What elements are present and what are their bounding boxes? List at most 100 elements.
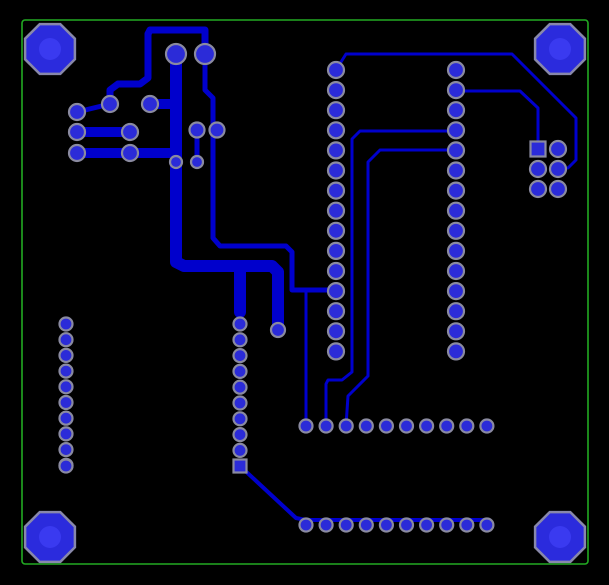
module-right-pad	[446, 101, 466, 120]
icsp-pad-1	[529, 140, 547, 158]
module-left-pad	[326, 80, 346, 100]
header-mid-pad	[232, 411, 248, 427]
icsp-pad	[548, 179, 568, 199]
module-right-pad	[446, 282, 466, 301]
header-mid-pad	[232, 348, 248, 364]
header-row-upper-pad	[398, 418, 415, 434]
header-mid-pad	[232, 316, 248, 332]
module-left-pad	[326, 201, 346, 220]
icsp-pad	[548, 139, 568, 159]
board-outline	[21, 19, 589, 565]
signal-trace	[334, 52, 578, 170]
power-trace-main	[170, 48, 284, 336]
icsp-pad	[528, 159, 548, 179]
mounting-hole-drill	[549, 38, 571, 60]
regulator-pad	[168, 154, 184, 170]
module-left-pad	[326, 342, 346, 361]
module-right-pad	[446, 221, 466, 240]
header-row-lower-pad	[358, 517, 374, 533]
module-left-pad	[326, 161, 346, 180]
via-pad	[269, 321, 287, 339]
header-row-lower-pad	[439, 517, 455, 533]
header-mid-pad	[232, 332, 248, 348]
module-right-pad	[446, 302, 466, 321]
header-left-pad	[58, 394, 74, 411]
power-jack-pad	[193, 42, 217, 66]
power-pad	[120, 122, 140, 142]
header-left-pad	[58, 316, 74, 332]
module-left-pad	[326, 241, 346, 260]
power-pad	[120, 143, 140, 163]
header-row-lower-pad	[378, 517, 394, 533]
header-row-upper-pad	[338, 418, 354, 434]
header-left-pad	[58, 347, 74, 363]
module-left-pad	[326, 322, 346, 341]
header-row-upper-pad	[298, 418, 314, 434]
power-pad	[140, 94, 160, 114]
power-jack-pad	[164, 42, 188, 66]
signal-trace	[106, 30, 152, 108]
header-row-lower-pad	[479, 517, 495, 533]
header-row-lower-pad	[459, 517, 475, 533]
header-row-lower-pad	[419, 517, 435, 533]
module-right-pad	[446, 141, 466, 160]
header-row-upper-pad	[419, 418, 435, 434]
regulator-pad	[189, 154, 205, 170]
header-mid-pad	[232, 442, 248, 458]
module-right-pad	[446, 80, 466, 100]
header-mid-pad	[232, 427, 248, 443]
header-mid-pad	[232, 379, 248, 395]
module-left-pad	[326, 141, 346, 160]
module-right-pad	[446, 261, 466, 281]
module-left-pad	[326, 101, 346, 120]
signal-trace	[454, 89, 540, 151]
module-right-pad	[446, 121, 466, 140]
module-right-pad	[446, 201, 466, 220]
module-right-pad	[446, 322, 466, 341]
module-left-pad	[326, 121, 346, 140]
module-left-pad	[326, 60, 346, 80]
header-row-upper-pad	[318, 418, 334, 434]
mounting-holes	[23, 22, 587, 564]
header-row-lower-pad	[298, 517, 314, 533]
header-row-upper-pad	[479, 418, 495, 434]
module-right-pad	[446, 181, 466, 200]
signal-trace	[344, 148, 458, 428]
module-left-pad	[326, 181, 346, 200]
power-pad	[67, 143, 87, 163]
header-mid-pad-1	[232, 458, 248, 474]
regulator-pad	[188, 121, 206, 139]
module-left-pad	[326, 282, 346, 301]
header-left-pad	[58, 332, 74, 348]
module-right-pad	[446, 342, 466, 361]
module-left-pad	[326, 261, 346, 281]
mounting-hole-drill	[39, 38, 61, 60]
header-mid-pad	[232, 395, 248, 411]
header-row-lower-pad	[338, 517, 354, 533]
icsp-pad	[548, 159, 568, 179]
component-pads	[58, 42, 568, 533]
header-row-upper-pad	[378, 418, 394, 434]
header-left-pad	[58, 458, 74, 474]
icsp-pad	[528, 179, 548, 199]
header-mid-pad	[232, 363, 248, 379]
header-left-pad	[58, 442, 74, 458]
module-left-pad	[326, 302, 346, 321]
power-pad	[67, 122, 87, 142]
power-pad	[100, 94, 120, 114]
header-left-pad	[58, 426, 74, 442]
regulator-pad	[208, 121, 226, 139]
header-left-pad	[58, 410, 74, 426]
signal-trace	[324, 129, 458, 428]
header-left-pad	[58, 363, 74, 379]
mounting-hole-drill	[549, 526, 571, 548]
header-row-upper-pad	[358, 418, 374, 434]
header-row-lower-pad	[398, 517, 415, 533]
module-right-pad	[446, 60, 466, 80]
header-row-lower-pad	[318, 517, 334, 533]
signal-trace	[238, 464, 488, 522]
module-right-pad	[446, 241, 466, 260]
mounting-hole-drill	[39, 526, 61, 548]
header-left-pad	[58, 379, 74, 395]
